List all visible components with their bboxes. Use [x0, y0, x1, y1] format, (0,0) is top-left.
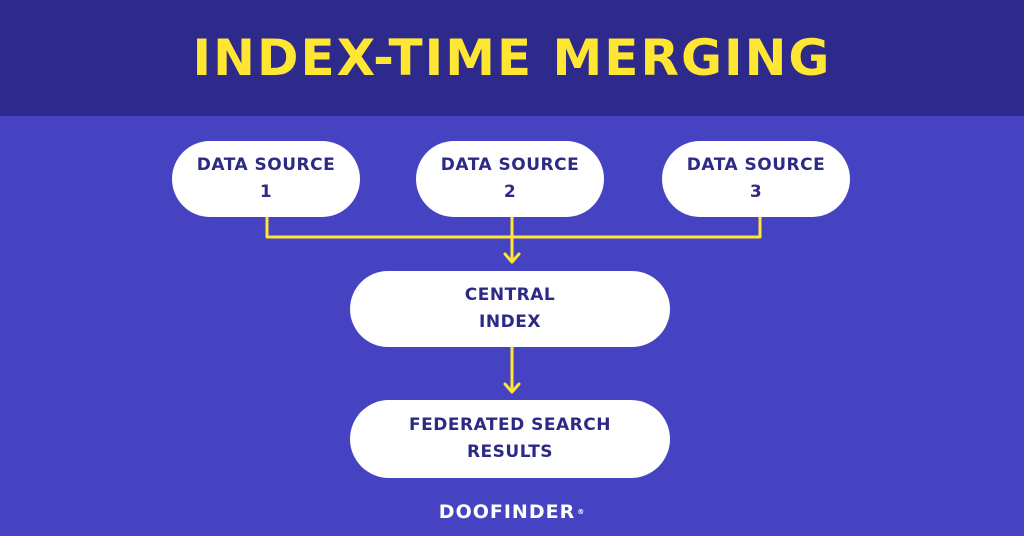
data-source-1-label: DATA SOURCE 1	[196, 155, 336, 202]
federated-search-results-label: FEDERATED SEARCH RESULTS	[409, 415, 611, 462]
data-source-3-label: DATA SOURCE 3	[686, 155, 826, 202]
diagram-title: INDEX-TIME MERGING	[192, 29, 832, 87]
data-source-2-label: DATA SOURCE 2	[440, 155, 580, 202]
data-source-1-node: DATA SOURCE 1	[172, 141, 360, 217]
arrow-down-icon	[503, 382, 521, 394]
federated-search-results-node: FEDERATED SEARCH RESULTS	[350, 400, 670, 478]
header-banner	[0, 0, 1024, 116]
logo-text: DOOFINDER	[438, 501, 576, 523]
central-index-node: CENTRAL INDEX	[350, 271, 670, 347]
central-index-label: CENTRAL INDEX	[464, 285, 556, 332]
source-merge-line	[265, 215, 762, 260]
data-source-2-node: DATA SOURCE 2	[416, 141, 604, 217]
arrow-down-icon	[503, 252, 521, 264]
doofinder-logo: DOOFINDER®	[412, 498, 612, 526]
data-source-3-node: DATA SOURCE 3	[662, 141, 850, 217]
registered-mark: ®	[577, 508, 586, 516]
